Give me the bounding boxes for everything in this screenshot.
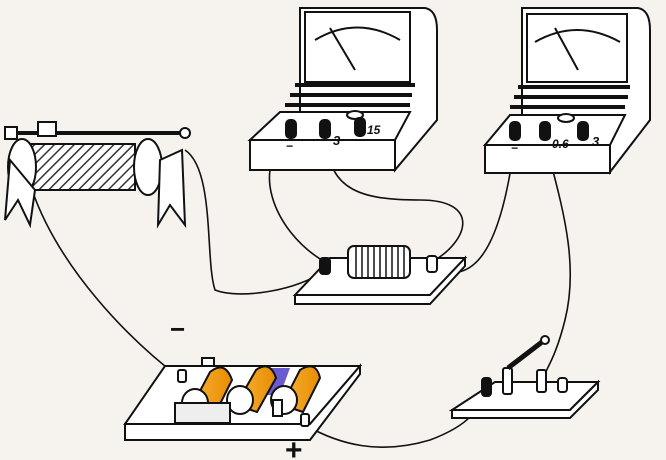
rheostat-coil [19,143,136,191]
rheostat-right-leg [156,148,187,229]
wire-rheostat-battery [31,189,181,379]
battery-terminal-positive[interactable] [300,413,310,427]
voltmeter-label-15: 15 [367,123,381,137]
wire-ammeter-06-switch [544,139,572,376]
rheostat-slider [37,121,57,137]
coil-terminal-left[interactable] [319,257,331,275]
voltmeter [247,7,438,173]
battery-negative-label: − [170,314,185,344]
ammeter-needle [554,27,579,71]
coil-terminal-right[interactable] [426,255,438,273]
ammeter-label-3: 3 [592,134,600,149]
rheostat [4,121,191,229]
switch[interactable] [448,335,601,419]
battery-cell [226,365,278,415]
voltmeter-label-3: 3 [333,133,341,148]
ammeter-terminal-0.6[interactable] [539,121,551,141]
battery-positive-label: + [285,434,303,460]
switch-lever [506,340,544,370]
rheostat-rod-end [4,126,18,140]
voltmeter-dial [304,11,411,83]
rheostat-left-leg [4,157,37,229]
wire-voltmeter-3-coil [325,139,464,263]
voltmeter-label-negative: − [286,139,293,153]
ammeter-terminal-negative[interactable] [509,121,521,141]
ammeter-terminal-3[interactable] [577,121,589,141]
coil [347,245,411,279]
ammeter-label-negative: − [511,141,518,155]
voltmeter-terminal-3[interactable] [319,119,331,139]
voltmeter-needle [329,27,356,71]
switch-terminal-left [481,377,492,397]
ammeter [482,7,651,175]
battery [123,357,363,441]
ammeter-dial [526,13,628,83]
wire-rheostat-coil [184,149,326,295]
voltmeter-terminal-15[interactable] [354,117,366,137]
coil-board [292,245,468,305]
ammeter-label-0.6: 0.6 [552,137,569,151]
battery-terminal-negative[interactable] [177,369,187,383]
voltmeter-terminal-negative[interactable] [285,119,297,139]
